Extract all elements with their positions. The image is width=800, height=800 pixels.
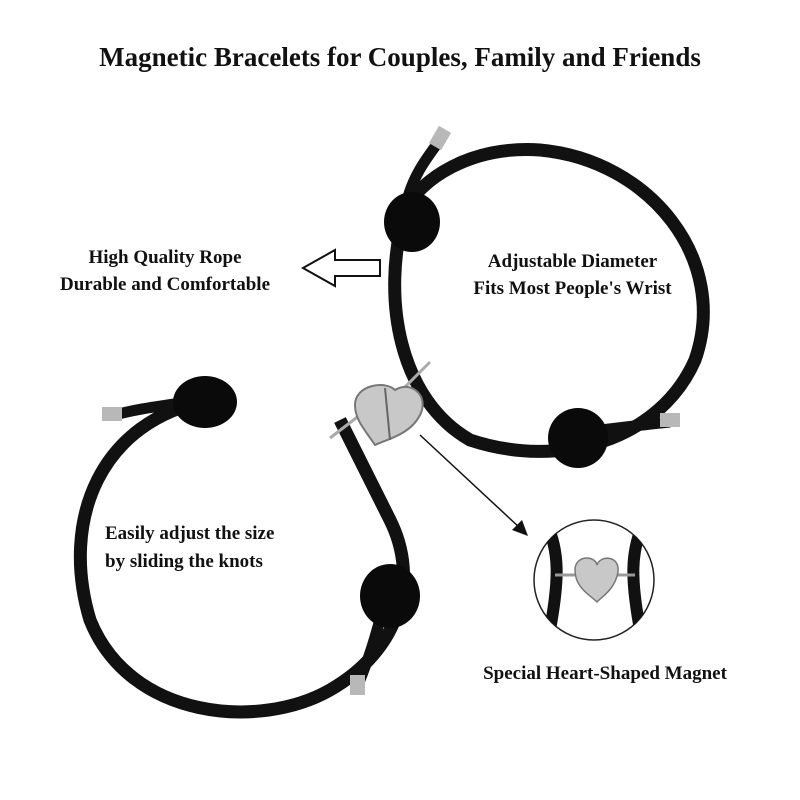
rope-line-2: Durable and Comfortable — [59, 274, 271, 295]
rope-quality-label: High Quality Rope Durable and Comfortabl… — [20, 244, 310, 298]
left-bracelet — [73, 376, 420, 719]
rope-line-1: High Quality Rope — [88, 247, 242, 268]
adjust-line-2: by sliding the knots — [105, 551, 263, 572]
adjust-line-1: Easily adjust the size — [105, 523, 275, 544]
page-title: Magnetic Bracelets for Couples, Family a… — [99, 42, 701, 72]
magnet-label: Special Heart-Shaped Magnet — [483, 663, 727, 684]
magnet-closeup-inset — [533, 519, 655, 641]
adjust-label: Easily adjust the size by sliding the kn… — [105, 520, 355, 576]
diameter-line-1: Adjustable Diameter — [487, 251, 658, 272]
right-bracelet — [384, 125, 710, 468]
diameter-label: Adjustable Diameter Fits Most People's W… — [430, 248, 715, 302]
diameter-line-2: Fits Most People's Wrist — [473, 278, 672, 299]
pointer-arrow-icon — [419, 434, 528, 536]
left-arrow-outline-icon — [300, 248, 381, 288]
heart-magnet — [329, 360, 432, 447]
